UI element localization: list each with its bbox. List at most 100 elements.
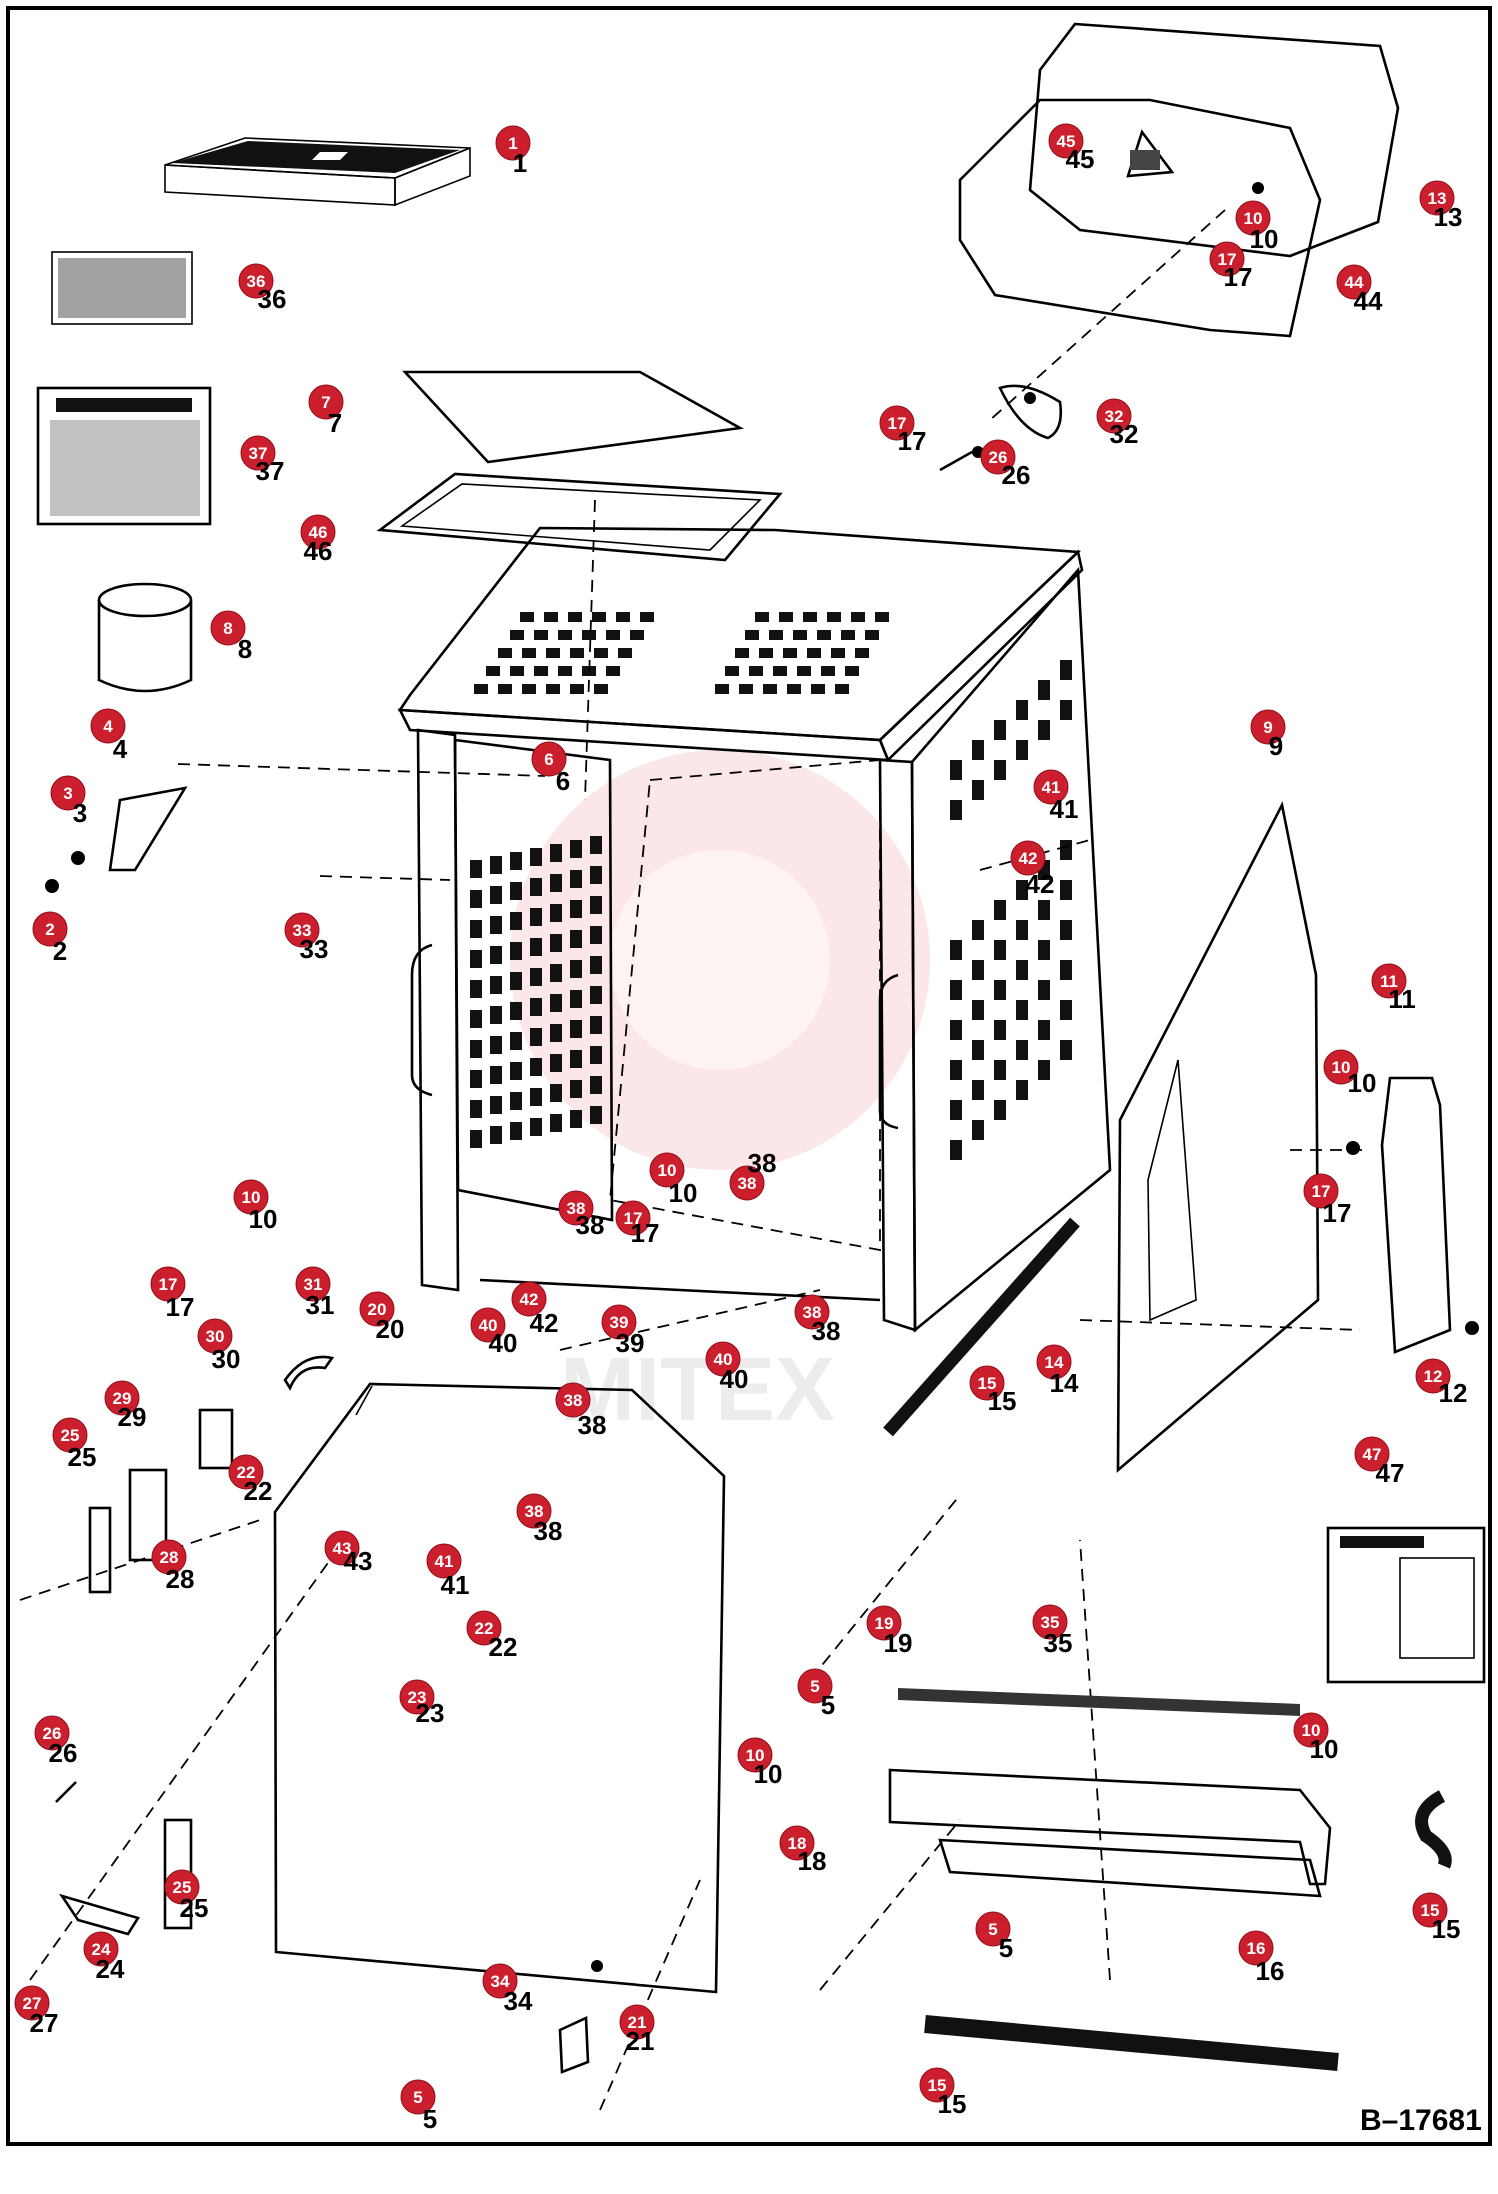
part-number-38: 38 [576, 1210, 605, 1240]
callout-30: 30 [197, 1318, 233, 1354]
part-number-4: 4 [113, 734, 128, 764]
callout-number: 17 [624, 1209, 643, 1228]
callout-number: 14 [1045, 1353, 1064, 1372]
part-number-38: 38 [812, 1316, 841, 1346]
part-number-10: 10 [1250, 224, 1279, 254]
callout-number: 10 [746, 1746, 765, 1765]
part-number-25: 25 [68, 1442, 97, 1472]
callout-circle [308, 384, 344, 420]
callout-number: 24 [92, 1940, 111, 1959]
part-seal-46 [376, 472, 783, 562]
part-number-41: 41 [441, 1570, 470, 1600]
callout-38: 38 [794, 1294, 830, 1330]
callout-17: 17 [1209, 241, 1245, 277]
callout-number: 31 [304, 1275, 323, 1294]
callout-15: 15 [969, 1365, 1005, 1401]
part-number-17: 17 [631, 1218, 660, 1248]
callout-circle [426, 1543, 462, 1579]
part-number-26: 26 [1002, 460, 1031, 490]
callout-circle [495, 125, 531, 161]
callout-5: 5 [975, 1911, 1011, 1947]
callout-13: 13 [1419, 180, 1455, 216]
callout-28: 28 [151, 1539, 187, 1575]
part-front-door-20 [273, 1382, 726, 1994]
callout-42: 42 [1010, 840, 1046, 876]
callout-38: 38 [555, 1382, 591, 1418]
part-number-42: 42 [530, 1308, 559, 1338]
part-number-23: 23 [416, 1698, 445, 1728]
callout-number: 45 [1057, 132, 1076, 151]
part-number-38: 38 [578, 1410, 607, 1440]
part-number-24: 24 [96, 1954, 125, 1984]
callout-10: 10 [1235, 200, 1271, 236]
part-number-15: 15 [988, 1386, 1017, 1416]
callout-46: 46 [300, 514, 336, 550]
part-number-31: 31 [306, 1290, 335, 1320]
part-decal-36 [51, 251, 193, 325]
callout-20: 20 [359, 1291, 395, 1327]
callout-number: 42 [520, 1290, 539, 1309]
callout-number: 11 [1380, 972, 1398, 991]
callout-circle [238, 263, 274, 299]
callout-4: 4 [90, 708, 126, 744]
callout-number: 22 [237, 1463, 256, 1482]
callout-circle [210, 610, 246, 646]
part-number-21: 21 [626, 2026, 655, 2056]
callout-number: 23 [408, 1688, 427, 1707]
part-number-12: 12 [1439, 1378, 1468, 1408]
callout-38: 38 [516, 1493, 552, 1529]
callout-6: 6 [531, 741, 567, 777]
callout-number: 7 [321, 393, 330, 412]
callout-circle [1250, 709, 1286, 745]
callout-circle [34, 1715, 70, 1751]
callout-17: 17 [1303, 1173, 1339, 1209]
callout-number: 15 [1421, 1901, 1440, 1920]
part-number-44: 44 [1354, 286, 1383, 316]
part-number-28: 28 [166, 1564, 195, 1594]
callout-circle [619, 2004, 655, 2040]
part-number-17: 17 [1323, 1198, 1352, 1228]
callout-43: 43 [324, 1530, 360, 1566]
callout-11: 11 [1371, 963, 1407, 999]
part-number-11: 11 [1388, 984, 1416, 1014]
callout-circle [555, 1382, 591, 1418]
part-top-glass-7 [402, 370, 745, 464]
part-number-7: 7 [328, 408, 342, 438]
part-number-5: 5 [423, 2104, 437, 2134]
part-number-25: 25 [180, 1893, 209, 1923]
callout-circle [14, 1985, 50, 2021]
callout-1: 1 [495, 125, 531, 161]
part-bracket-4 [45, 786, 188, 893]
drawing-reference: B–17681 [1360, 2104, 1482, 2137]
callout-5: 5 [400, 2079, 436, 2115]
callout-26: 26 [980, 439, 1016, 475]
callout-markers: 1363774684326334510174413172632941421110… [14, 123, 1455, 2115]
callout-circle [1354, 1436, 1390, 1472]
callout-15: 15 [1412, 1892, 1448, 1928]
part-number-14: 14 [1050, 1368, 1079, 1398]
callout-17: 17 [150, 1266, 186, 1302]
callout-number: 19 [875, 1614, 894, 1633]
callout-circle [558, 1190, 594, 1226]
part-number-15: 15 [938, 2089, 967, 2119]
callout-number: 10 [1244, 209, 1263, 228]
callout-number: 29 [113, 1389, 132, 1408]
callout-45: 45 [1048, 123, 1084, 159]
callout-44: 44 [1336, 264, 1372, 300]
callout-circle [1336, 264, 1372, 300]
part-rear-window-13 [958, 22, 1400, 338]
roof-grid-right [715, 612, 889, 694]
callout-number: 20 [368, 1300, 387, 1319]
callout-10: 10 [1323, 1049, 1359, 1085]
callout-22: 22 [228, 1454, 264, 1490]
callout-9: 9 [1250, 709, 1286, 745]
callout-14: 14 [1036, 1344, 1072, 1380]
callout-circle [1036, 1344, 1072, 1380]
part-number-33: 33 [300, 934, 329, 964]
callout-25: 25 [164, 1869, 200, 1905]
part-side-window-9 [1116, 801, 1479, 1473]
callout-number: 12 [1424, 1367, 1443, 1386]
callout-number: 38 [525, 1502, 544, 1521]
callout-circle [1033, 769, 1069, 805]
